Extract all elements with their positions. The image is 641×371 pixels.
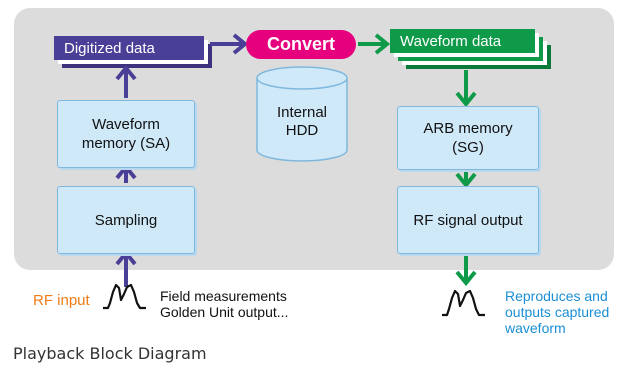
internal-hdd-label: Internal HDD [276, 104, 328, 139]
reproduces-note: Reproduces and outputs captured waveform [505, 288, 610, 336]
rf-input-label: RF input [33, 292, 90, 309]
arrow-head-5 [374, 33, 391, 55]
hdd-cylinder-icon [256, 66, 348, 162]
convert-label: Convert [266, 34, 335, 54]
arrow-head-7 [455, 172, 477, 189]
digitized-data-label: Digitized data [64, 39, 155, 57]
arrow-head-6 [455, 91, 477, 108]
rf-signal-output-box: RF signal output [397, 186, 539, 254]
digitized-data-tag: Digitized data [54, 36, 204, 60]
waveform-memory-box: Waveform memory (SA) [57, 100, 195, 168]
convert-pill: Convert [246, 30, 356, 59]
field-measurements-note: Field measurements Golden Unit output... [160, 288, 289, 320]
diagram-caption: Playback Block Diagram [13, 344, 207, 363]
arb-memory-box: ARB memory (SG) [397, 106, 539, 170]
waveform-data-tag: Waveform data [390, 29, 535, 53]
arrow-head-8 [455, 270, 477, 287]
waveform-data-label: Waveform data [400, 32, 502, 50]
arrow-head-1 [115, 64, 137, 81]
output-waveform-icon [442, 289, 485, 317]
arrow-head-4 [232, 33, 249, 55]
sampling-box: Sampling [57, 186, 195, 254]
input-waveform-icon [103, 283, 146, 310]
